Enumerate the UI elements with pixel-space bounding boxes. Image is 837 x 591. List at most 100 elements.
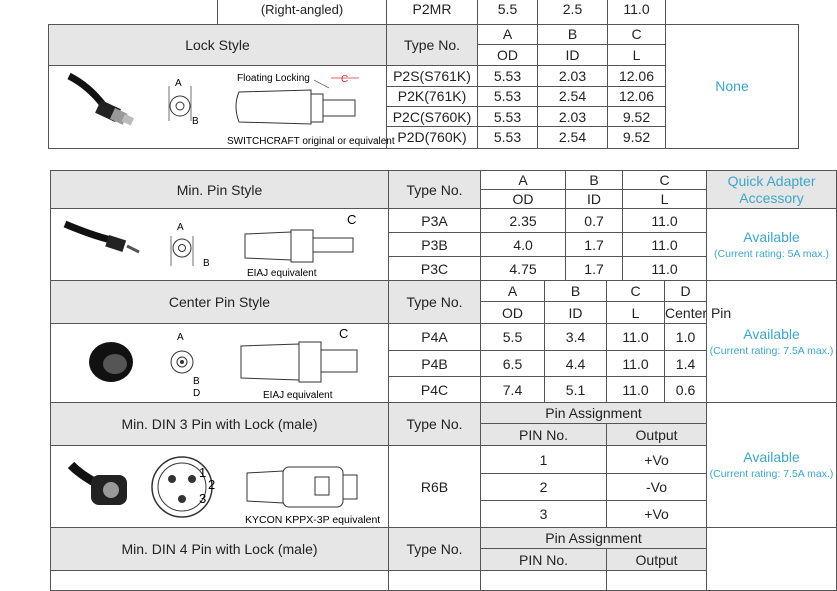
od-subheader: OD [480,301,545,324]
l-subheader: L [622,189,708,209]
center-pin-illustration: A B D C EIAJ equivalent [50,323,389,403]
center-pin-title: Center Pin Style [50,280,389,324]
l-cell: 11.0 [606,376,666,403]
col-c-header: C [622,170,708,190]
od-cell: 2.35 [479,208,567,233]
output-header: Output [606,548,708,571]
output-cell: -Vo [606,473,708,501]
col-d-header: D [664,280,708,302]
pin-cell: 1 [479,445,608,474]
l-cell: 11.0 [622,232,708,257]
min-pin-title: Min. Pin Style [50,170,389,209]
center-pin-subheader: Center Pin [664,301,731,324]
lock-illustration: A B Floating Locking C SWITCHCRAFT origi… [48,64,395,149]
quick-adapter-header: Quick Adapter Accessory [706,170,837,209]
od-cell: 6.5 [480,350,545,377]
pin-label-3: 3 [199,491,206,506]
l-cell: 12.06 [607,85,666,107]
type-header: Type No. [388,402,481,446]
pin-label-1: 1 [199,465,206,480]
type-cell: P3C [388,256,481,281]
col-a-header: A [480,280,545,302]
id-cell: 4.4 [543,350,608,377]
dim-c-label: C [347,212,356,227]
type-cell: P2S(S761K) [386,64,478,87]
od-subheader: OD [477,43,538,66]
id-subheader: ID [537,43,608,66]
dim-c-label: C [339,326,348,341]
availability-text: Available [743,325,800,342]
lock-style-table: (Right-angled) P2MR 5.5 2.5 11.0 Lock St… [48,0,799,149]
id-subheader: ID [565,189,624,209]
switchcraft-caption: SWITCHCRAFT original or equivalent [227,136,395,147]
type-cell: P2K(761K) [386,85,478,107]
col-a-header: A [477,23,538,45]
od-cell: 4.75 [479,256,567,281]
id-cell: 2.5 [537,0,608,25]
d-cell: 0.6 [664,376,708,403]
od-cell: 7.4 [480,376,545,403]
output-cell: +Vo [606,500,708,528]
id-cell: 2.54 [537,126,608,149]
din3-illustration: 1 2 3 KYCON KPPX-3P equivalent [50,445,389,528]
right-angled-label: (Right-angled) [260,1,344,17]
availability-text: None [715,77,749,94]
id-subheader: ID [543,301,608,324]
lock-plug-drawing: A B Floating Locking C SWITCHCRAFT origi… [67,72,395,147]
d-cell: 1.0 [664,323,708,351]
type-header: Type No. [388,280,481,324]
cable-icon [67,72,107,108]
d-cell: 1.4 [664,350,708,377]
col-c-header: C [607,23,666,45]
rating-text: (Current rating: 7.5A max.) [709,344,834,357]
pin-cell: 3 [479,500,608,528]
dim-b-label: B [203,258,210,269]
pin-cell: 2 [479,473,608,501]
col-b-header: B [537,23,608,45]
pin-assignment-header: Pin Assignment [479,527,708,549]
id-cell: 1.7 [565,232,624,257]
id-cell: 1.7 [565,256,624,281]
od-cell: 5.5 [480,323,545,351]
type-cell: P2MR [386,0,478,25]
kycon-caption: KYCON KPPX-3P equivalent [245,514,380,526]
output-cell: +Vo [606,445,708,474]
dim-b-label: B [193,376,200,387]
type-cell: P3B [388,232,481,257]
od-cell: 5.53 [477,126,538,149]
type-cell: R6B [388,445,481,528]
l-cell: 9.52 [607,105,666,128]
type-header: Type No. [388,527,481,571]
l-cell: 11.0 [622,256,708,281]
col-b-header: B [543,280,608,302]
l-subheader: L [606,301,666,324]
section-title: Lock Style [48,23,387,66]
connector-table: Min. Pin Style Type No. A B C Quick Adap… [50,170,837,591]
eiaj-caption: EIAJ equivalent [247,268,317,279]
type-cell: P4B [388,350,481,377]
od-cell: 5.5 [477,0,538,25]
min-pin-illustration: A B C EIAJ equivalent [50,208,389,281]
id-cell: 5.1 [543,376,608,403]
dim-d-label: D [193,388,200,399]
dim-b-label: B [192,116,199,127]
col-c-header: C [606,280,666,302]
min-pin-availability: Available (Current rating: 5A max.) [706,208,837,281]
output-header: Output [606,423,708,446]
l-subheader: L [607,43,666,66]
availability-text: Available [743,449,800,466]
id-cell: 3.4 [543,323,608,351]
l-cell: 11.0 [606,323,666,351]
type-cell: P2D(760K) [386,126,478,149]
type-cell: P4A [388,323,481,351]
type-cell: P3A [388,208,481,233]
pin-label-2: 2 [208,477,215,492]
od-cell: 4.0 [479,232,567,257]
col-b-header: B [565,170,624,190]
dim-c-label: C [341,74,348,85]
dim-a-label: A [177,222,184,233]
type-header: Type No. [386,23,478,66]
dim-a-label: A [175,78,182,89]
floating-locking-label: Floating Locking [237,73,310,84]
l-cell: 11.0 [607,0,666,25]
